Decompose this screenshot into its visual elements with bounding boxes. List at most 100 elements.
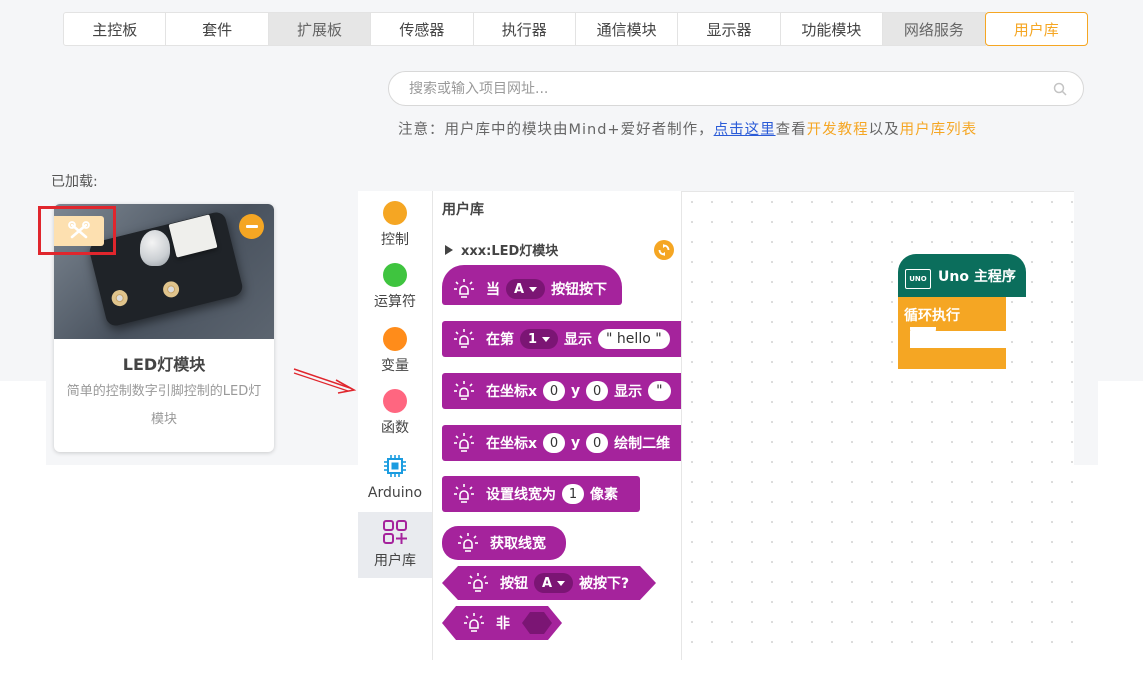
control-dot-icon xyxy=(383,201,407,225)
mount-hole xyxy=(161,279,181,300)
button-dropdown[interactable]: A xyxy=(534,573,574,593)
edit-tool-badge[interactable] xyxy=(54,216,104,246)
main-program-label: Uno 主程序 xyxy=(938,268,1016,285)
block-display-at-xy[interactable]: 在坐标x 0 y 0 显示 " xyxy=(442,373,681,409)
category-tabs: 主控板 套件 扩展板 传感器 执行器 通信模块 显示器 功能模块 网络服务 用户… xyxy=(63,12,1088,46)
note-mid1: 查看 xyxy=(775,122,807,138)
tab-kits[interactable]: 套件 xyxy=(165,12,269,46)
loop-label: 循环执行 xyxy=(904,308,960,324)
module-group-header[interactable]: xxx:LED灯模块 xyxy=(445,240,558,259)
variables-dot-icon xyxy=(383,327,407,351)
bulb-icon xyxy=(458,533,478,552)
block-text: 在坐标x xyxy=(486,384,538,400)
bulb-icon xyxy=(454,279,474,298)
block-text: 被按下? xyxy=(579,576,630,592)
note-prefix: 注意：用户库中的模块由Mind+爱好者制作， xyxy=(398,122,714,138)
category-label: 用户库 xyxy=(374,553,416,569)
operators-dot-icon xyxy=(383,263,407,287)
loop-slot xyxy=(910,331,1006,348)
block-when-button-pressed[interactable]: 当 A 按钮按下 xyxy=(442,265,622,305)
user-library-icon xyxy=(383,520,407,544)
block-not[interactable]: 非 xyxy=(442,606,562,640)
mount-hole xyxy=(109,288,130,308)
tab-sensors[interactable]: 传感器 xyxy=(370,12,474,46)
wrench-icon xyxy=(68,221,90,239)
block-set-line-width[interactable]: 设置线宽为 1 像素 xyxy=(442,476,640,512)
module-group-label: xxx:LED灯模块 xyxy=(461,244,559,259)
refresh-button[interactable] xyxy=(654,240,674,260)
x-input[interactable]: 0 xyxy=(543,381,566,401)
category-label: 控制 xyxy=(381,232,409,248)
block-loop-forever[interactable]: 循环执行 xyxy=(898,297,1006,369)
chip-icon xyxy=(384,455,406,477)
bulb-icon xyxy=(468,573,488,592)
tab-function-modules[interactable]: 功能模块 xyxy=(779,12,884,46)
click-here-link[interactable]: 点击这里 xyxy=(713,122,776,138)
block-uno-main-program[interactable]: UNO Uno 主程序 xyxy=(898,254,1026,297)
block-categories: 控制 运算符 变量 函数 Arduino xyxy=(358,191,432,660)
tab-communication[interactable]: 通信模块 xyxy=(574,12,679,46)
category-control[interactable]: 控制 xyxy=(358,201,432,249)
block-text: 显示 xyxy=(614,384,643,400)
user-library-list-link[interactable]: 用户库列表 xyxy=(899,122,978,138)
tab-actuators[interactable]: 执行器 xyxy=(472,12,576,46)
block-text: 获取线宽 xyxy=(490,536,546,552)
block-text: 设置线宽为 xyxy=(486,487,556,503)
bulb-icon xyxy=(454,433,474,452)
loaded-label: 已加载: xyxy=(51,174,98,190)
dev-tutorial-link[interactable]: 开发教程 xyxy=(806,122,869,138)
module-card-led[interactable]: LED灯模块 简单的控制数字引脚控制的LED灯模块 xyxy=(54,204,274,452)
expand-triangle-icon xyxy=(445,244,453,255)
bulb-icon xyxy=(464,613,484,632)
block-text: 绘制二维 xyxy=(614,436,671,452)
category-label: 运算符 xyxy=(374,294,416,310)
minus-icon xyxy=(245,225,258,228)
category-variables[interactable]: 变量 xyxy=(358,327,432,375)
category-operators[interactable]: 运算符 xyxy=(358,263,432,311)
block-display-line[interactable]: 在第 1 显示 " hello " xyxy=(442,321,681,357)
text-input[interactable]: " hello " xyxy=(598,329,670,349)
tab-expansion-board[interactable]: 扩展板 xyxy=(267,12,372,46)
block-text: y xyxy=(571,435,581,451)
block-text: 像素 xyxy=(590,487,618,503)
category-user-library[interactable]: 用户库 xyxy=(358,512,432,578)
led-bulb xyxy=(140,230,170,266)
x-input[interactable]: 0 xyxy=(543,433,566,453)
tab-displays[interactable]: 显示器 xyxy=(677,12,781,46)
tab-network-services[interactable]: 网络服务 xyxy=(882,12,986,46)
module-image xyxy=(54,204,274,339)
category-label: 变量 xyxy=(381,358,409,374)
category-functions[interactable]: 函数 xyxy=(358,389,432,437)
block-text: 显示 xyxy=(564,332,593,348)
module-title: LED灯模块 xyxy=(122,355,206,374)
tab-main-board[interactable]: 主控板 xyxy=(63,12,167,46)
line-width-input[interactable]: 1 xyxy=(562,484,584,504)
y-input[interactable]: 0 xyxy=(586,381,609,401)
button-dropdown[interactable]: A xyxy=(506,279,546,299)
block-text: 当 xyxy=(486,282,500,298)
y-input[interactable]: 0 xyxy=(586,433,609,453)
block-get-line-width[interactable]: 获取线宽 xyxy=(442,526,566,560)
highlight-box-tool xyxy=(38,206,116,255)
uno-board-icon: UNO xyxy=(905,268,931,289)
block-text: 按钮 xyxy=(500,576,528,592)
tab-user-library[interactable]: 用户库 xyxy=(984,12,1088,46)
refresh-icon xyxy=(658,244,670,256)
block-draw-at-xy[interactable]: 在坐标x 0 y 0 绘制二维 xyxy=(442,425,681,461)
bulb-icon xyxy=(454,381,474,400)
text-input[interactable]: " xyxy=(648,381,671,401)
remove-module-button[interactable] xyxy=(239,214,264,239)
search-input[interactable] xyxy=(409,80,1053,97)
loop-notch xyxy=(910,327,936,335)
block-text: 在第 xyxy=(486,332,514,348)
block-button-pressed-boolean[interactable]: 按钮 A 被按下? xyxy=(442,566,656,600)
block-palette: 用户库 xxx:LED灯模块 当 A 按钮按下 在第 1 显示 " hello … xyxy=(432,191,682,660)
block-text: 非 xyxy=(496,616,510,632)
search-box xyxy=(388,71,1084,106)
search-icon[interactable] xyxy=(1053,82,1067,96)
line-dropdown[interactable]: 1 xyxy=(520,329,559,349)
category-label: Arduino xyxy=(367,485,423,501)
category-arduino[interactable]: Arduino xyxy=(358,453,432,501)
red-arrow-icon xyxy=(293,368,357,394)
functions-dot-icon xyxy=(383,389,407,413)
